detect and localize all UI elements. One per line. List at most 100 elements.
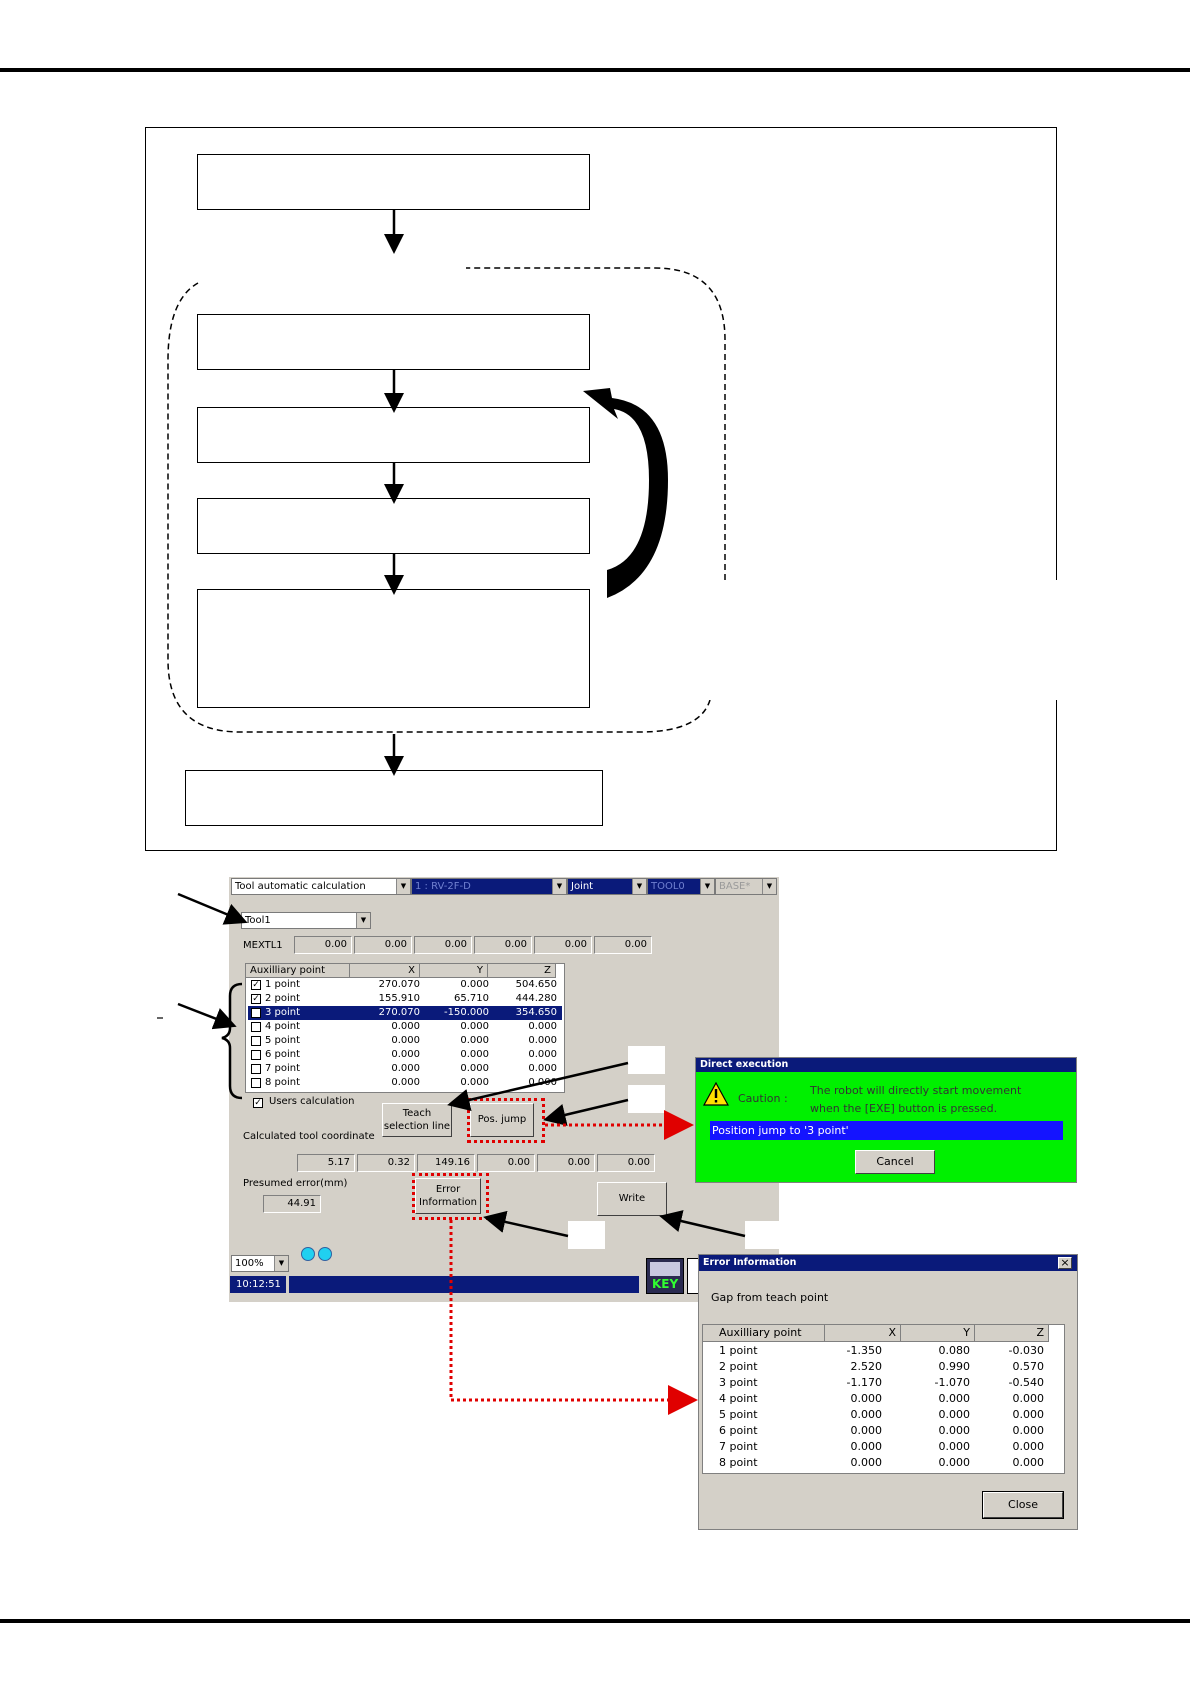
column-header[interactable]: X	[825, 1325, 901, 1342]
row-checkbox[interactable]	[251, 1078, 261, 1088]
mode-combo[interactable]: Tool automatic calculation▼	[231, 878, 411, 895]
presumed-error-label: Presumed error(mm)	[243, 1178, 348, 1189]
table-row[interactable]: 7 point 0.000 0.000 0.000	[248, 1062, 562, 1076]
keyboard-icon	[650, 1262, 680, 1276]
caution-message: The robot will directly start movement	[810, 1084, 1022, 1097]
robot-combo[interactable]: 1 : RV-2F-D▼	[411, 878, 567, 895]
table-row[interactable]: 4 point 0.000 0.000 0.000	[248, 1020, 562, 1034]
table-row[interactable]: 4 point 0.000 0.000 0.000	[719, 1392, 1044, 1405]
table-row[interactable]: ✓ 3 point 270.070 -150.000 354.650	[248, 1006, 562, 1020]
table-row[interactable]: 5 point 0.000 0.000 0.000	[248, 1034, 562, 1048]
error-info-dialog: Error Information × Gap from teach point…	[698, 1254, 1078, 1530]
mextl-value: 0.00	[594, 936, 652, 954]
table-row[interactable]: ✓ 2 point 155.910 65.710 444.280	[251, 993, 557, 1004]
table-row[interactable]: 8 point 0.000 0.000 0.000	[719, 1456, 1044, 1469]
blank-mask	[706, 580, 1058, 700]
caution-label: Caution :	[738, 1092, 788, 1105]
close-button[interactable]: Close	[982, 1491, 1064, 1519]
jog-combo[interactable]: Joint▼	[567, 878, 647, 895]
direct-execution-dialog: Direct execution Caution : The robot wil…	[695, 1057, 1077, 1183]
dialog-title: Direct execution	[696, 1058, 1076, 1072]
status-indicator	[301, 1247, 315, 1261]
table-row[interactable]: 6 point 0.000 0.000 0.000	[719, 1424, 1044, 1437]
calc-value: 0.00	[537, 1154, 595, 1172]
repeat-arrow	[583, 388, 668, 598]
column-header[interactable]: Z	[975, 1325, 1049, 1342]
mextl-value: 0.00	[354, 936, 412, 954]
flow-step-5	[197, 589, 590, 708]
pos-jump-highlight	[467, 1098, 545, 1143]
flow-step-2	[197, 314, 590, 370]
row-checkbox[interactable]	[251, 1064, 261, 1074]
callout-box	[628, 1046, 665, 1074]
column-header[interactable]: Auxilliary point	[246, 964, 350, 978]
tool-select[interactable]: Tool1▼	[241, 912, 371, 929]
key-indicator[interactable]: KEY	[646, 1258, 684, 1294]
table-row[interactable]: ✓ 1 point 270.070 0.000 504.650	[251, 979, 557, 990]
mextl-value: 0.00	[414, 936, 472, 954]
row-checkbox[interactable]	[251, 1022, 261, 1032]
column-header[interactable]: Z	[488, 964, 556, 978]
row-checkbox[interactable]: ✓	[251, 1008, 261, 1018]
aux-point-table: Auxilliary point X Y Z ✓ 1 point 270.070…	[245, 963, 565, 1093]
table-row[interactable]: 8 point 0.000 0.000 0.000	[248, 1076, 562, 1090]
table-row[interactable]: 6 point 0.000 0.000 0.000	[248, 1048, 562, 1062]
close-icon[interactable]: ×	[1058, 1257, 1072, 1269]
calc-value: 149.16	[417, 1154, 475, 1172]
table-row[interactable]: 5 point 0.000 0.000 0.000	[719, 1408, 1044, 1421]
flow-step-1	[197, 154, 590, 210]
table-row[interactable]: 3 point -1.170 -1.070 -0.540	[719, 1376, 1044, 1389]
flowchart-frame	[145, 127, 1057, 851]
presumed-error-value: 44.91	[263, 1195, 321, 1213]
column-header[interactable]: Y	[420, 964, 488, 978]
row-checkbox[interactable]: ✓	[251, 994, 261, 1004]
status-bar	[289, 1276, 639, 1293]
write-button[interactable]: Write	[597, 1182, 667, 1216]
mextl-value: 0.00	[294, 936, 352, 954]
column-header[interactable]: X	[350, 964, 420, 978]
table-row[interactable]: 2 point 2.520 0.990 0.570	[719, 1360, 1044, 1373]
status-indicator	[318, 1247, 332, 1261]
column-header[interactable]: Auxilliary point	[703, 1325, 825, 1342]
chevron-down-icon: ▼	[700, 879, 714, 894]
calc-coord-label: Calculated tool coordinate	[243, 1131, 375, 1142]
tool-combo[interactable]: TOOL0▼	[647, 878, 715, 895]
warning-icon	[703, 1082, 729, 1106]
calc-value: 0.32	[357, 1154, 415, 1172]
bottom-rule	[0, 1619, 1190, 1623]
dialog-title: Error Information	[699, 1255, 1077, 1271]
users-calc-label: Users calculation	[269, 1096, 355, 1107]
tool-calc-window: Tool automatic calculation▼ 1 : RV-2F-D▼…	[229, 877, 779, 1302]
calc-value: 5.17	[297, 1154, 355, 1172]
chevron-down-icon: ▼	[552, 879, 566, 894]
chevron-down-icon: ▼	[396, 879, 410, 894]
pointer-arrow	[177, 1002, 237, 1030]
mextl-value: 0.00	[474, 936, 532, 954]
callout-box	[628, 1085, 665, 1113]
cancel-button[interactable]: Cancel	[855, 1150, 935, 1174]
clock-display: 10:12:51	[230, 1276, 286, 1293]
callout-box	[745, 1221, 782, 1249]
calc-value: 0.00	[597, 1154, 655, 1172]
teach-selection-button[interactable]: Teach selection line	[382, 1103, 452, 1137]
row-checkbox[interactable]	[251, 1050, 261, 1060]
mextl-value: 0.00	[534, 936, 592, 954]
row-checkbox[interactable]	[251, 1036, 261, 1046]
base-combo[interactable]: BASE*▼	[715, 878, 777, 895]
column-header[interactable]: Y	[901, 1325, 975, 1342]
table-row[interactable]: 7 point 0.000 0.000 0.000	[719, 1440, 1044, 1453]
top-rule	[0, 68, 1190, 72]
error-info-highlight	[412, 1173, 489, 1220]
flow-step-4	[197, 498, 590, 554]
chevron-down-icon: ▼	[274, 1256, 288, 1271]
users-calc-checkbox[interactable]: ✓	[253, 1098, 263, 1108]
table-row[interactable]: 1 point -1.350 0.080 -0.030	[719, 1344, 1044, 1357]
error-info-button[interactable]: Error Information	[415, 1178, 481, 1214]
chevron-down-icon: ▼	[356, 913, 370, 928]
zoom-combo[interactable]: 100%▼	[231, 1255, 289, 1272]
jump-target-field: Position jump to '3 point'	[710, 1121, 1063, 1140]
chevron-down-icon: ▼	[632, 879, 646, 894]
error-table: Auxilliary point X Y Z 1 point -1.350 0.…	[702, 1324, 1065, 1474]
row-checkbox[interactable]: ✓	[251, 980, 261, 990]
caution-message: when the [EXE] button is pressed.	[810, 1102, 998, 1115]
